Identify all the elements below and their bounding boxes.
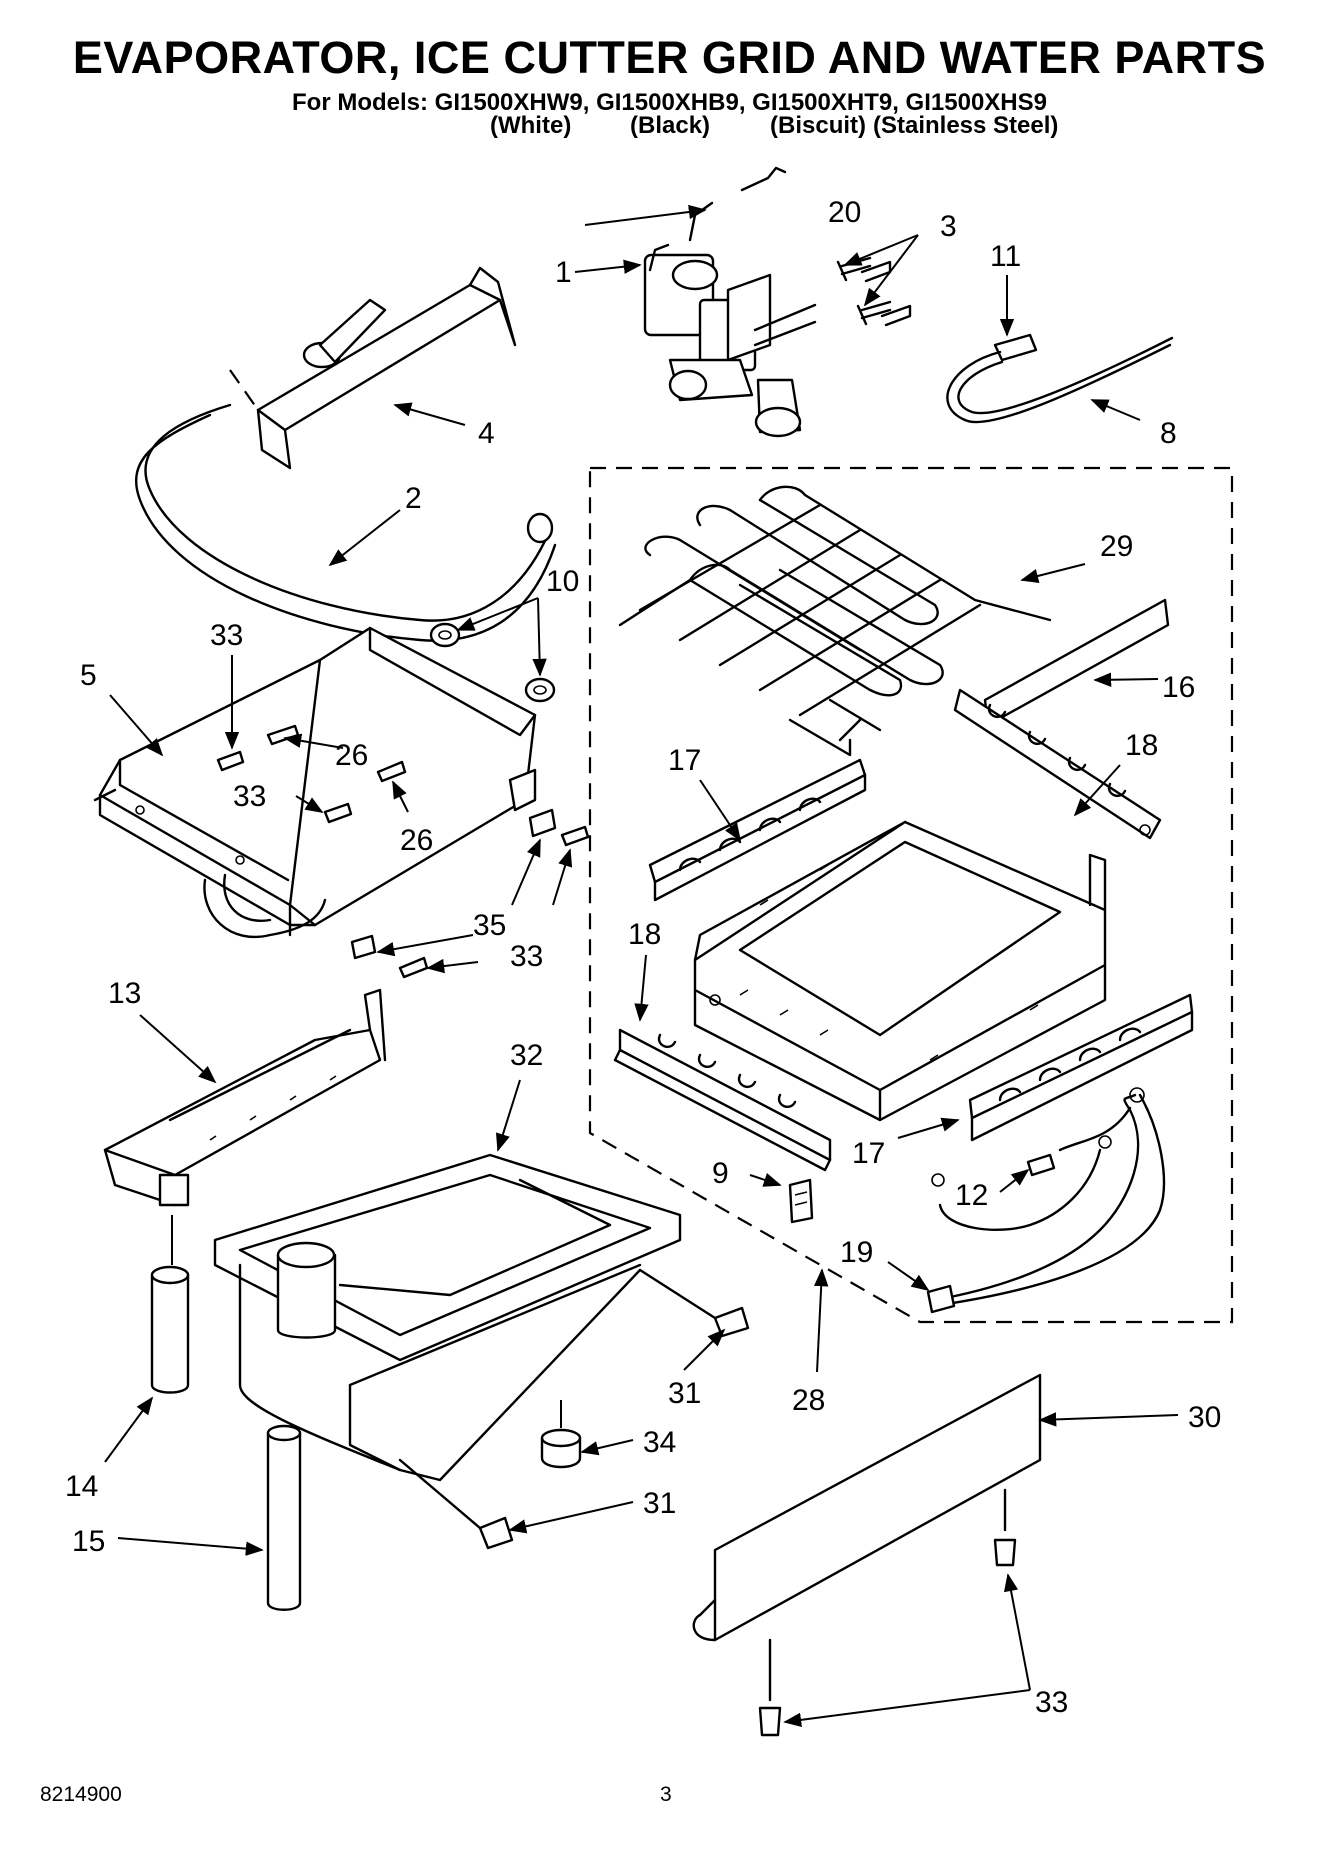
callout-14: 14 (65, 1470, 98, 1503)
callout-32: 32 (510, 1039, 543, 1072)
part-19-wire-harness (926, 1087, 1166, 1314)
part-17-cutter-holder-upper (648, 758, 867, 902)
callout-leaders (104, 204, 1179, 1728)
part-17-cutter-holder-lower (968, 993, 1194, 1142)
callout-3: 3 (940, 210, 957, 243)
callout-labels: 20 3 11 1 4 8 2 29 10 33 5 16 26 17 18 3… (65, 196, 1221, 1719)
part-35-clips (350, 808, 557, 960)
callout-29: 29 (1100, 530, 1133, 563)
part-33-screws (216, 750, 590, 979)
variant-biscuit: (Biscuit) (770, 112, 866, 139)
callout-20: 20 (828, 196, 861, 229)
part-18-cutter-holder-right (953, 688, 1162, 840)
callout-33-top: 33 (210, 619, 243, 652)
callout-33-right: 33 (510, 940, 543, 973)
part-2-fill-tube (134, 403, 557, 642)
variant-stainless: (Stainless Steel) (873, 112, 1059, 139)
callout-34: 34 (643, 1426, 676, 1459)
callout-9: 9 (712, 1157, 729, 1190)
part-14-tube (150, 1215, 190, 1394)
part-9-clip (788, 1178, 814, 1224)
part-16-strip (983, 598, 1170, 727)
part-8-tubing (946, 336, 1174, 424)
part-13-trough (103, 988, 387, 1207)
callout-18-left: 18 (628, 918, 661, 951)
callout-31-upper: 31 (668, 1377, 701, 1410)
part-29-evaporator-coil (618, 485, 1052, 757)
part-5-bracket (93, 626, 537, 938)
part-30-front-panel (692, 1373, 1042, 1737)
callout-12: 12 (955, 1179, 988, 1212)
models-line: For Models: GI1500XHW9, GI1500XHB9, GI15… (292, 89, 1047, 116)
callout-31-lower: 31 (643, 1487, 676, 1520)
callout-19: 19 (840, 1236, 873, 1269)
callout-33-mid: 33 (233, 780, 266, 813)
part-12-screw (1026, 1153, 1056, 1177)
page-title: EVAPORATOR, ICE CUTTER GRID AND WATER PA… (72, 32, 1267, 83)
part-32-ice-bin (213, 1153, 682, 1482)
callout-17-lower: 17 (852, 1137, 885, 1170)
callout-33-bottom: 33 (1035, 1686, 1068, 1719)
evaporator-assembly-boundary (588, 466, 1234, 1324)
callout-30: 30 (1188, 1401, 1221, 1434)
callout-10: 10 (546, 565, 579, 598)
callout-4: 4 (478, 417, 495, 450)
callout-2: 2 (405, 482, 422, 515)
variant-white: (White) (490, 112, 572, 139)
part-10-grommets (429, 622, 556, 703)
part-20-tube (688, 166, 787, 242)
page-number: 3 (660, 1783, 672, 1806)
part-18-cutter-holder-left (613, 1028, 832, 1172)
callout-35: 35 (473, 909, 506, 942)
callout-8: 8 (1160, 417, 1177, 450)
callout-15: 15 (72, 1525, 105, 1558)
part-11-fitting (993, 333, 1038, 362)
callout-11: 11 (990, 240, 1021, 273)
callout-26-upper: 26 (335, 739, 368, 772)
part-4-deflector (229, 266, 517, 470)
part-15-tube (266, 1424, 302, 1611)
callout-1: 1 (555, 256, 572, 289)
part-1-water-valve (643, 243, 817, 438)
callout-5: 5 (80, 659, 97, 692)
variant-black: (Black) (630, 112, 711, 139)
part-34-foot (540, 1400, 582, 1469)
callout-18-right: 18 (1125, 729, 1158, 762)
callout-13: 13 (108, 977, 141, 1010)
document-number: 8214900 (40, 1783, 122, 1806)
cutter-grid-frame (693, 820, 1107, 1122)
callout-17-upper: 17 (668, 744, 701, 777)
callout-16: 16 (1162, 671, 1195, 704)
callout-26-lower: 26 (400, 824, 433, 857)
callout-28: 28 (792, 1384, 825, 1417)
